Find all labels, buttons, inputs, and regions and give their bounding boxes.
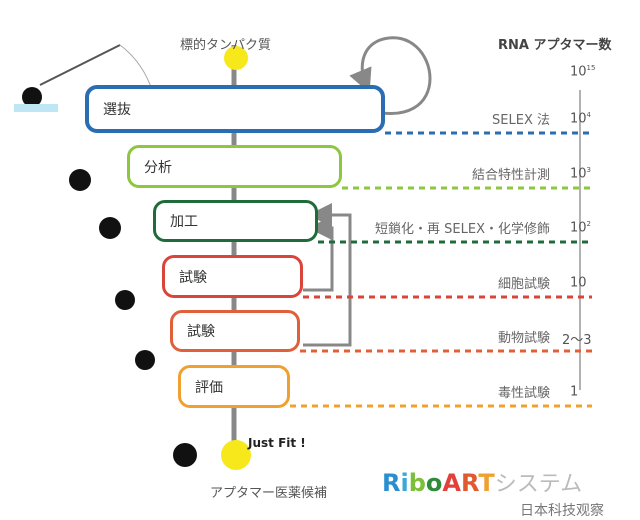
analyst-figure-icon — [69, 169, 91, 191]
engineer-figure-icon — [99, 217, 121, 239]
aptamer-candidate-icon — [221, 440, 251, 470]
watermark: 日本科技观察 — [520, 503, 604, 519]
stage-count: 103 — [570, 166, 592, 182]
boat-icon — [14, 104, 58, 112]
brand-letter: R — [460, 469, 479, 497]
stage-step-label: 結合特性計測 — [471, 168, 550, 183]
stage-box: 評価 — [178, 365, 290, 408]
brand-letter: A — [442, 469, 461, 497]
stage-box-label: 試験 — [179, 269, 207, 286]
celebrating-figure-icon — [173, 443, 197, 467]
brand-letter: o — [425, 469, 443, 497]
stage-box-label: 試験 — [187, 324, 215, 340]
feedback-arrow-2 — [303, 216, 334, 292]
candidate-label: アプタマー医薬候補 — [210, 486, 328, 501]
stage-count: 104 — [570, 111, 592, 127]
stage-box: 試験 — [170, 310, 300, 352]
stage-box: 選抜 — [85, 85, 385, 133]
stage-step-label: 毒性試験 — [497, 386, 550, 401]
stage-box: 試験 — [162, 255, 303, 298]
fishing-rod-icon — [39, 44, 121, 86]
feedback-arrow-1 — [303, 203, 352, 347]
stage-count: 2〜3 — [562, 333, 592, 348]
target-protein-icon — [224, 46, 248, 70]
selex-loop-arrow — [349, 36, 432, 115]
stage-step-label: SELEX 法 — [492, 113, 550, 128]
just-fit-label: Just Fit ! — [248, 436, 306, 450]
brand-letter: i — [400, 469, 409, 497]
fishing-figure-icon — [22, 87, 42, 107]
stage-box-label: 加工 — [170, 214, 198, 230]
stage-step-label: 動物試験 — [497, 331, 550, 346]
evaluator-figure-icon — [135, 350, 155, 370]
tester-figure-icon — [115, 290, 135, 310]
stage-box: 分析 — [127, 145, 342, 188]
stage-count: 102 — [570, 220, 592, 236]
brand-letter: b — [408, 469, 426, 497]
brand-suffix: システム — [494, 472, 583, 497]
target-protein-label: 標的タンパク質 — [180, 38, 272, 53]
stage-box-label: 分析 — [144, 159, 172, 176]
stage-step-label: 細胞試験 — [497, 277, 550, 292]
stage-count: 1 — [570, 384, 579, 400]
stage-box: 加工 — [153, 200, 318, 242]
brand-letter: R — [382, 469, 401, 497]
stage-count: 10 — [570, 275, 587, 291]
stage-box-label: 選抜 — [103, 102, 131, 118]
column-header: RNA アプタマー数 — [498, 38, 612, 53]
stage-box-label: 評価 — [195, 379, 223, 396]
start-count: 1015 — [570, 64, 596, 80]
stage-step-label: 短鎖化・再 SELEX・化学修飾 — [375, 222, 550, 237]
brand-letter: T — [478, 469, 495, 497]
riboart-logo: RiboARTシステム — [382, 466, 582, 498]
